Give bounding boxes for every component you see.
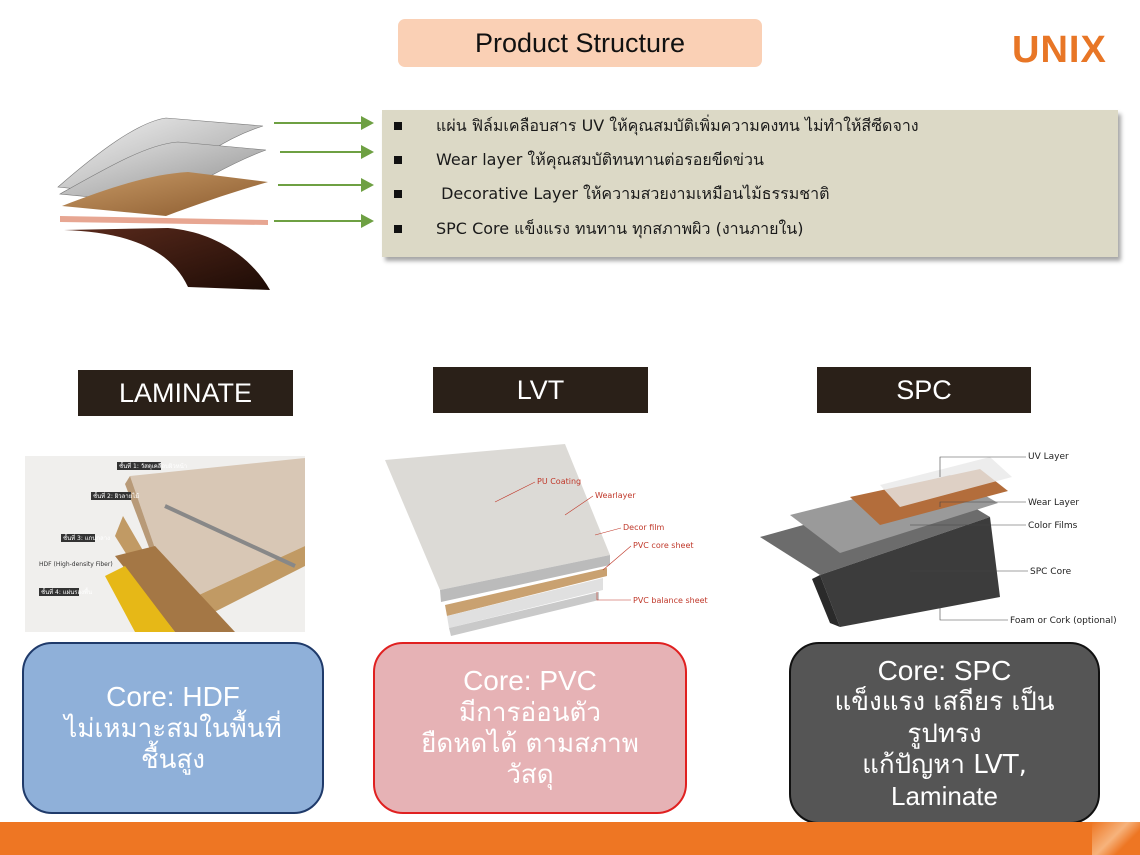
layer-item-wear: Wear layer ให้คุณสมบัติทนทานต่อรอยขีดข่ว… [394, 145, 764, 175]
laminate-core-title: Core: HDF [106, 681, 240, 713]
bullet-icon [394, 122, 402, 130]
spc-label: SPC [817, 367, 1031, 413]
logo-mark: UNIX [1012, 29, 1107, 71]
spc-layer-label: Color Films [1028, 521, 1078, 531]
bullet-icon [394, 190, 402, 198]
spc-layer-label: SPC Core [1030, 567, 1072, 577]
lvt-label: LVT [433, 367, 648, 413]
page-title: Product Structure [398, 19, 762, 67]
bullet-icon [394, 225, 402, 233]
laminate-core-line: ไม่เหมาะสมในพื้นที่ [64, 713, 282, 744]
lvt-core-line: ยืดหดได้ ตามสภาพ [421, 729, 639, 760]
lvt-core-line: วัสดุ [506, 760, 554, 791]
spc-core-line: แข็งแรง เสถียร เป็น [834, 687, 1055, 718]
spc-layer-label: Foam or Cork (optional) [1010, 616, 1117, 626]
laminate-layer-label: ชั้นที่ 2: ผิวลายไม้ [93, 490, 139, 500]
logo-text: UNIX [1012, 29, 1107, 71]
laminate-layer-label: ชั้นที่ 4: แผ่นรองพื้น [41, 586, 92, 596]
spc-layer-label: Wear Layer [1028, 498, 1079, 508]
laminate-structure-image: ชั้นที่ 1: วัสดุเคลือบผิวหน้า ชั้นที่ 2:… [25, 456, 305, 632]
lvt-core-box: Core: PVC มีการอ่อนตัว ยืดหดได้ ตามสภาพ … [373, 642, 687, 814]
layer-stack-illustration [57, 117, 270, 290]
laminate-core-line: ชื้นสูง [141, 744, 205, 775]
spc-core-title: Core: SPC [877, 654, 1012, 686]
laminate-label: LAMINATE [78, 370, 293, 416]
spc-core-box: Core: SPC แข็งแรง เสถียร เป็น รูปทรง แก้… [789, 642, 1100, 824]
lvt-core-title: Core: PVC [463, 665, 597, 697]
arrow-wear-layer [280, 145, 374, 159]
layer-item-core: SPC Core แข็งแรง ทนทาน ทุกสภาพผิว (งานภา… [394, 214, 803, 244]
lvt-layer-label: Decor film [623, 523, 664, 532]
lvt-layer-label: Wearlayer [595, 491, 636, 500]
spc-core-line: Laminate [891, 780, 998, 811]
unix-logo: UNIX [1012, 26, 1130, 71]
spc-structure-image: UV Layer Wear Layer Color Films SPC Core… [760, 452, 1117, 627]
layer-item-uv: แผ่น ฟิล์มเคลือบสาร UV ให้คุณสมบัติเพิ่ม… [394, 111, 919, 141]
arrow-decorative-layer [278, 178, 374, 192]
layer-item-text: แผ่น ฟิล์มเคลือบสาร UV ให้คุณสมบัติเพิ่ม… [436, 115, 919, 135]
lvt-structure-image: PU Coating Wearlayer Decor film PVC core… [385, 444, 708, 636]
laminate-layer-label: ชั้นที่ 3: แกนกลาง [63, 532, 110, 542]
lvt-layer-label: PVC balance sheet [633, 596, 708, 605]
lvt-core-line: มีการอ่อนตัว [459, 698, 601, 729]
spc-core-line: รูปทรง [907, 718, 982, 749]
bullet-icon [394, 156, 402, 164]
layer-item-text: Decorative Layer ให้ความสวยงามเหมือนไม้ธ… [436, 183, 830, 203]
footer-bar [0, 822, 1140, 855]
laminate-layer-label: HDF (High-density Fiber) [39, 561, 113, 568]
layer-item-text: SPC Core แข็งแรง ทนทาน ทุกสภาพผิว (งานภา… [436, 218, 804, 238]
lvt-layer-label: PU Coating [537, 477, 581, 486]
lvt-layer-label: PVC core sheet [633, 541, 694, 550]
layer-description-box: แผ่น ฟิล์มเคลือบสาร UV ให้คุณสมบัติเพิ่ม… [382, 110, 1118, 257]
layer-item-text: Wear layer ให้คุณสมบัติทนทานต่อรอยขีดข่ว… [436, 149, 764, 169]
spc-core-line: แก้ปัญหา LVT, [862, 749, 1027, 780]
spc-layer-label: UV Layer [1028, 452, 1069, 462]
arrow-spc-core [274, 214, 374, 228]
layer-item-decorative: Decorative Layer ให้ความสวยงามเหมือนไม้ธ… [394, 179, 830, 209]
arrow-uv-layer [274, 116, 374, 130]
laminate-core-box: Core: HDF ไม่เหมาะสมในพื้นที่ ชื้นสูง [22, 642, 324, 814]
laminate-layer-label: ชั้นที่ 1: วัสดุเคลือบผิวหน้า [119, 460, 187, 470]
